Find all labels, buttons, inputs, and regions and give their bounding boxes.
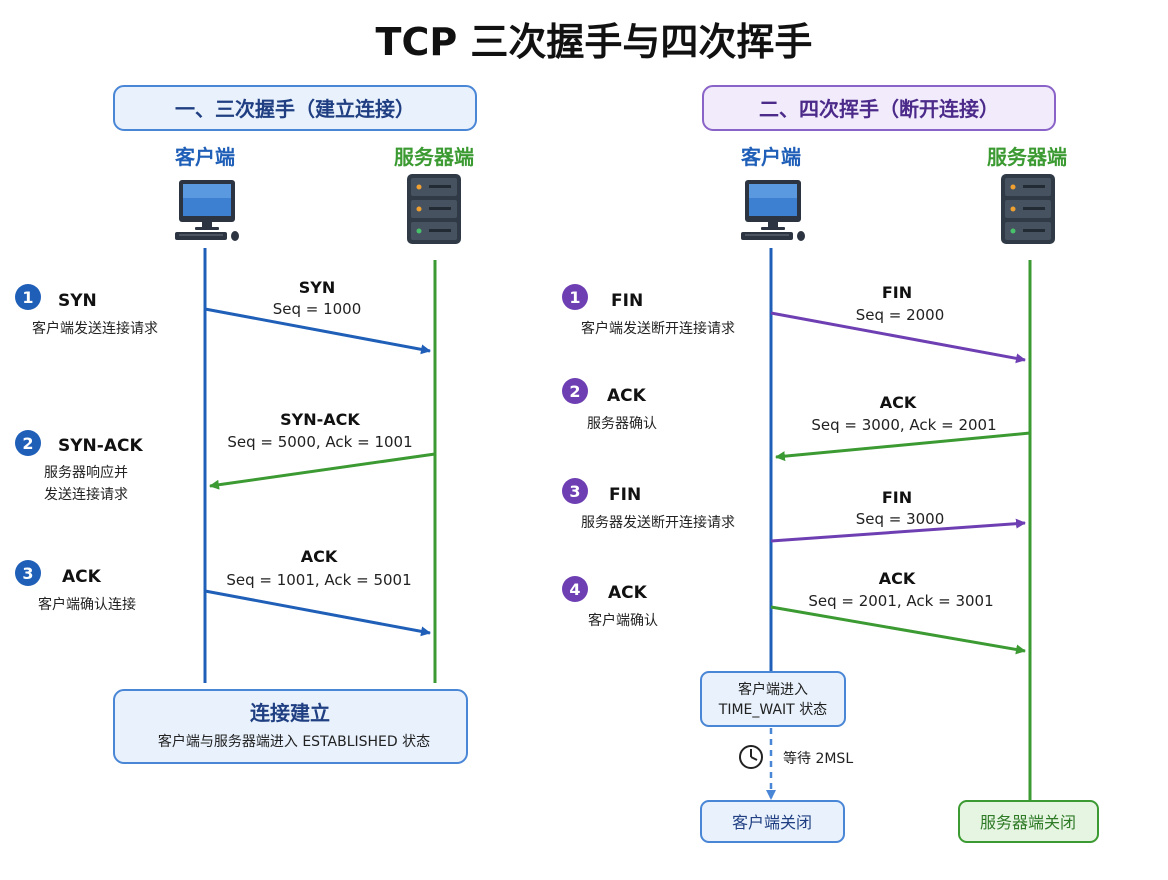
time-wait-line2: TIME_WAIT 状态: [718, 702, 827, 718]
wave-step-2-number: 2: [569, 382, 580, 401]
wave-step-4-name: ACK: [608, 583, 648, 603]
handshake-msg-1-title: SYN: [299, 278, 336, 297]
wave-server-label: 服务器端: [987, 145, 1067, 169]
handshake-section: 一、三次握手（建立连接） 客户端 服务器端 1 SYN 客户端发送连接请求 SY…: [15, 85, 477, 764]
wave-arrow-2: [775, 431, 1031, 462]
page-title: TCP 三次握手与四次挥手: [376, 20, 813, 64]
handshake-step-1-desc: 客户端发送连接请求: [32, 320, 158, 337]
handshake-step-1-badge: [15, 284, 41, 310]
wave-msg-2-title: ACK: [880, 393, 917, 412]
handshake-step-2-name: SYN-ACK: [58, 436, 143, 456]
handshake-step-1-number: 1: [22, 288, 33, 307]
handshake-msg-3-detail: Seq = 1001, Ack = 5001: [226, 571, 411, 589]
connection-established-box: [113, 689, 468, 764]
server-rack-icon: [407, 174, 461, 244]
wave-msg-4-detail: Seq = 2001, Ack = 3001: [808, 592, 993, 610]
wave-step-1-badge: [562, 284, 588, 310]
handshake-arrow-1: [204, 307, 431, 355]
handshake-step-2-badge: [15, 430, 41, 456]
server-rack-icon: [1001, 174, 1055, 244]
handshake-step-3-name: ACK: [62, 567, 102, 587]
server-closed-label: 服务器端关闭: [980, 813, 1076, 832]
wave-client-label: 客户端: [740, 145, 801, 169]
handshake-header: 一、三次握手（建立连接）: [175, 97, 415, 121]
wave-arrow-1: [770, 311, 1026, 364]
client-computer-icon: [740, 179, 806, 242]
connection-established-desc: 客户端与服务器端进入 ESTABLISHED 状态: [158, 733, 430, 750]
handshake-step-3-badge: [15, 560, 41, 586]
time-wait-box: [700, 671, 846, 727]
wait-2msl-label: 等待 2MSL: [783, 750, 853, 767]
handshake-step-2-desc-line1: 服务器响应并: [44, 464, 128, 481]
handshake-header-box: [113, 85, 477, 131]
wave-header: 二、四次挥手（断开连接）: [759, 97, 999, 121]
client-computer-icon: [174, 179, 240, 242]
time-wait-line1: 客户端进入: [738, 681, 808, 698]
wave-section: 二、四次挥手（断开连接） 客户端 服务器端 1 FIN 客户端发送断开连接请求 …: [562, 85, 1099, 843]
handshake-step-3-desc: 客户端确认连接: [38, 596, 136, 613]
handshake-msg-2-detail: Seq = 5000, Ack = 1001: [227, 433, 412, 451]
wave-step-1-number: 1: [569, 288, 580, 307]
wave-msg-2-detail: Seq = 3000, Ack = 2001: [811, 416, 996, 434]
server-closed-box: [958, 800, 1099, 843]
wave-step-3-name: FIN: [609, 485, 641, 505]
wave-msg-3-title: FIN: [882, 488, 912, 507]
handshake-step-3-number: 3: [22, 564, 33, 583]
client-closed-box: [700, 800, 845, 843]
wave-step-4-badge: [562, 576, 588, 602]
clock-icon: [739, 745, 763, 769]
wave-arrow-4: [770, 605, 1026, 655]
handshake-server-label: 服务器端: [394, 145, 474, 169]
wave-step-3-desc: 服务器发送断开连接请求: [581, 514, 735, 531]
connection-established-title: 连接建立: [250, 701, 330, 725]
handshake-client-label: 客户端: [174, 145, 235, 169]
wave-step-2-desc: 服务器确认: [587, 416, 657, 432]
wave-msg-3-detail: Seq = 3000: [856, 510, 945, 528]
handshake-step-1-name: SYN: [58, 291, 97, 311]
handshake-msg-1-detail: Seq = 1000: [273, 300, 362, 318]
handshake-arrow-3: [204, 589, 431, 637]
wave-msg-1-title: FIN: [882, 283, 912, 302]
handshake-step-2-number: 2: [22, 434, 33, 453]
wave-arrow-3: [770, 518, 1026, 543]
wave-msg-1-detail: Seq = 2000: [856, 306, 945, 324]
wave-step-4-number: 4: [569, 580, 580, 599]
wave-step-3-number: 3: [569, 482, 580, 501]
wave-step-1-name: FIN: [611, 291, 643, 311]
handshake-msg-2-title: SYN-ACK: [280, 410, 360, 429]
wave-msg-4-title: ACK: [879, 569, 916, 588]
client-closed-label: 客户端关闭: [732, 813, 812, 832]
wave-header-box: [702, 85, 1056, 131]
handshake-step-2-desc-line2: 发送连接请求: [44, 486, 128, 503]
wave-step-1-desc: 客户端发送断开连接请求: [581, 320, 735, 337]
wave-step-3-badge: [562, 478, 588, 504]
wave-step-2-name: ACK: [607, 386, 647, 406]
wave-step-2-badge: [562, 378, 588, 404]
handshake-arrow-2: [209, 452, 436, 490]
handshake-msg-3-title: ACK: [301, 547, 338, 566]
wave-step-4-desc: 客户端确认: [588, 612, 658, 629]
